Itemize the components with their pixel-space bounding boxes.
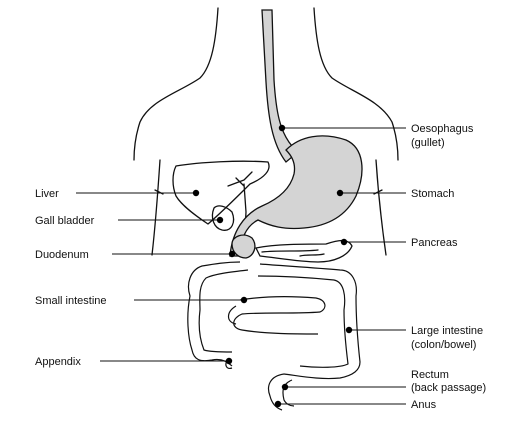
anus-dot [274, 400, 282, 408]
pancreas [255, 239, 353, 263]
label-anus: Anus [411, 399, 437, 411]
label-duodenum: Duodenum [35, 249, 89, 261]
label-large-intestine-sub: (colon/bowel) [411, 339, 476, 351]
large-intestine-outer [198, 269, 349, 368]
right-neck-shoulder-line [313, 7, 399, 161]
leader-lines [76, 127, 406, 405]
bile-ducts [227, 171, 253, 247]
small-intestine-dot [240, 296, 248, 304]
gall-bladder [211, 205, 235, 231]
right-torso-line [375, 159, 387, 256]
label-large-intestine: Large intestine [411, 325, 483, 337]
large-intestine-dot [345, 326, 353, 334]
label-oesophagus: Oesophagus [411, 123, 474, 135]
left-torso-line [151, 159, 161, 256]
pointer-dots [192, 124, 353, 408]
label-stomach: Stomach [411, 188, 454, 200]
duodenum-dot [228, 250, 236, 258]
large-intestine [187, 261, 361, 380]
stomach [229, 135, 363, 257]
pancreas-dot [340, 238, 348, 246]
gall-bladder-dot [216, 216, 224, 224]
label-small-intestine: Small intestine [35, 295, 107, 307]
liver-dot [192, 189, 200, 197]
appendix-dot [225, 357, 233, 365]
label-oesophagus-sub: (gullet) [411, 137, 445, 149]
duodenum [231, 234, 256, 259]
oesophagus-dot [278, 124, 286, 132]
label-rectum-sub: (back passage) [411, 382, 486, 394]
oesophagus [261, 9, 299, 163]
rectum [267, 373, 295, 411]
label-rectum: Rectum [411, 369, 449, 381]
pancreas-lobe [261, 249, 325, 257]
label-pancreas: Pancreas [411, 237, 458, 249]
label-liver: Liver [35, 188, 59, 200]
left-neck-shoulder-line [133, 7, 219, 161]
stomach-dot [336, 189, 344, 197]
small-intestine [227, 296, 326, 335]
label-gall-bladder: Gall bladder [35, 215, 95, 227]
label-appendix: Appendix [35, 356, 81, 368]
rectum-dot [281, 383, 289, 391]
liver [172, 160, 270, 225]
